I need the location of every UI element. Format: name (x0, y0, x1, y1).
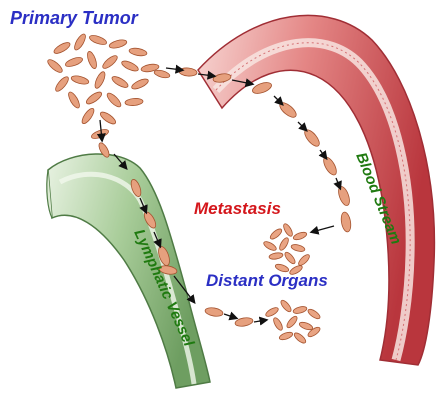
distant-organs-label: Distant Organs (206, 271, 328, 290)
primary-tumor-label: Primary Tumor (10, 8, 139, 28)
metastasis-label: Metastasis (194, 199, 281, 218)
lymphatic-vessel (47, 154, 210, 388)
distant-organ-cluster-upper (262, 222, 311, 276)
distant-organ-cluster-lower (264, 299, 321, 345)
primary-tumor-cells (46, 32, 171, 140)
